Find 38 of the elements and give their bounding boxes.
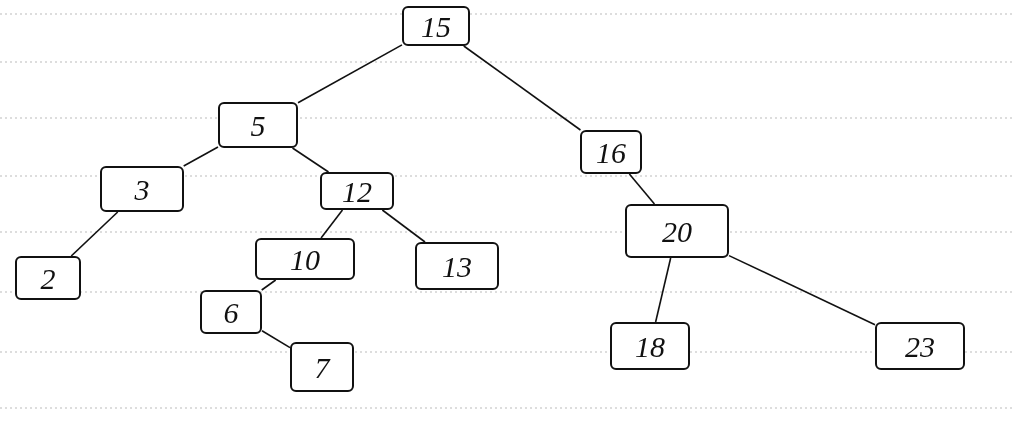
node-box — [415, 242, 499, 290]
tree-edge — [297, 44, 403, 104]
node-value: 18 — [635, 328, 665, 365]
tree-edge — [291, 147, 330, 173]
node-value: 20 — [662, 213, 692, 250]
node-value: 23 — [905, 328, 935, 365]
node-value: 15 — [421, 8, 451, 45]
node-value: 6 — [223, 294, 239, 331]
node-value: 3 — [134, 171, 150, 208]
node-value: 10 — [290, 241, 320, 278]
node-value: 2 — [40, 260, 56, 297]
node-box — [15, 256, 81, 300]
node-box — [255, 238, 355, 280]
tree-edge — [261, 329, 291, 349]
tree-edge — [462, 45, 582, 131]
node-box — [610, 322, 690, 370]
node-box — [200, 290, 262, 334]
tree-edge — [654, 257, 672, 323]
node-box — [218, 102, 298, 148]
tree-edge — [381, 209, 426, 243]
tree-edge — [70, 211, 119, 257]
node-value: 5 — [250, 107, 266, 144]
node-box — [320, 172, 394, 210]
node-box — [402, 6, 470, 46]
node-value: 13 — [442, 248, 472, 285]
node-value: 7 — [314, 349, 330, 386]
tree-edge — [320, 209, 344, 239]
node-box — [625, 204, 729, 258]
node-value: 16 — [596, 134, 626, 171]
tree-edge — [628, 173, 656, 205]
node-box — [290, 342, 354, 392]
tree-edge — [260, 279, 277, 291]
node-box — [100, 166, 184, 212]
node-box — [875, 322, 965, 370]
tree-edge — [728, 254, 876, 326]
tree-edge — [182, 146, 219, 167]
node-box — [580, 130, 642, 174]
node-value: 12 — [342, 173, 372, 210]
